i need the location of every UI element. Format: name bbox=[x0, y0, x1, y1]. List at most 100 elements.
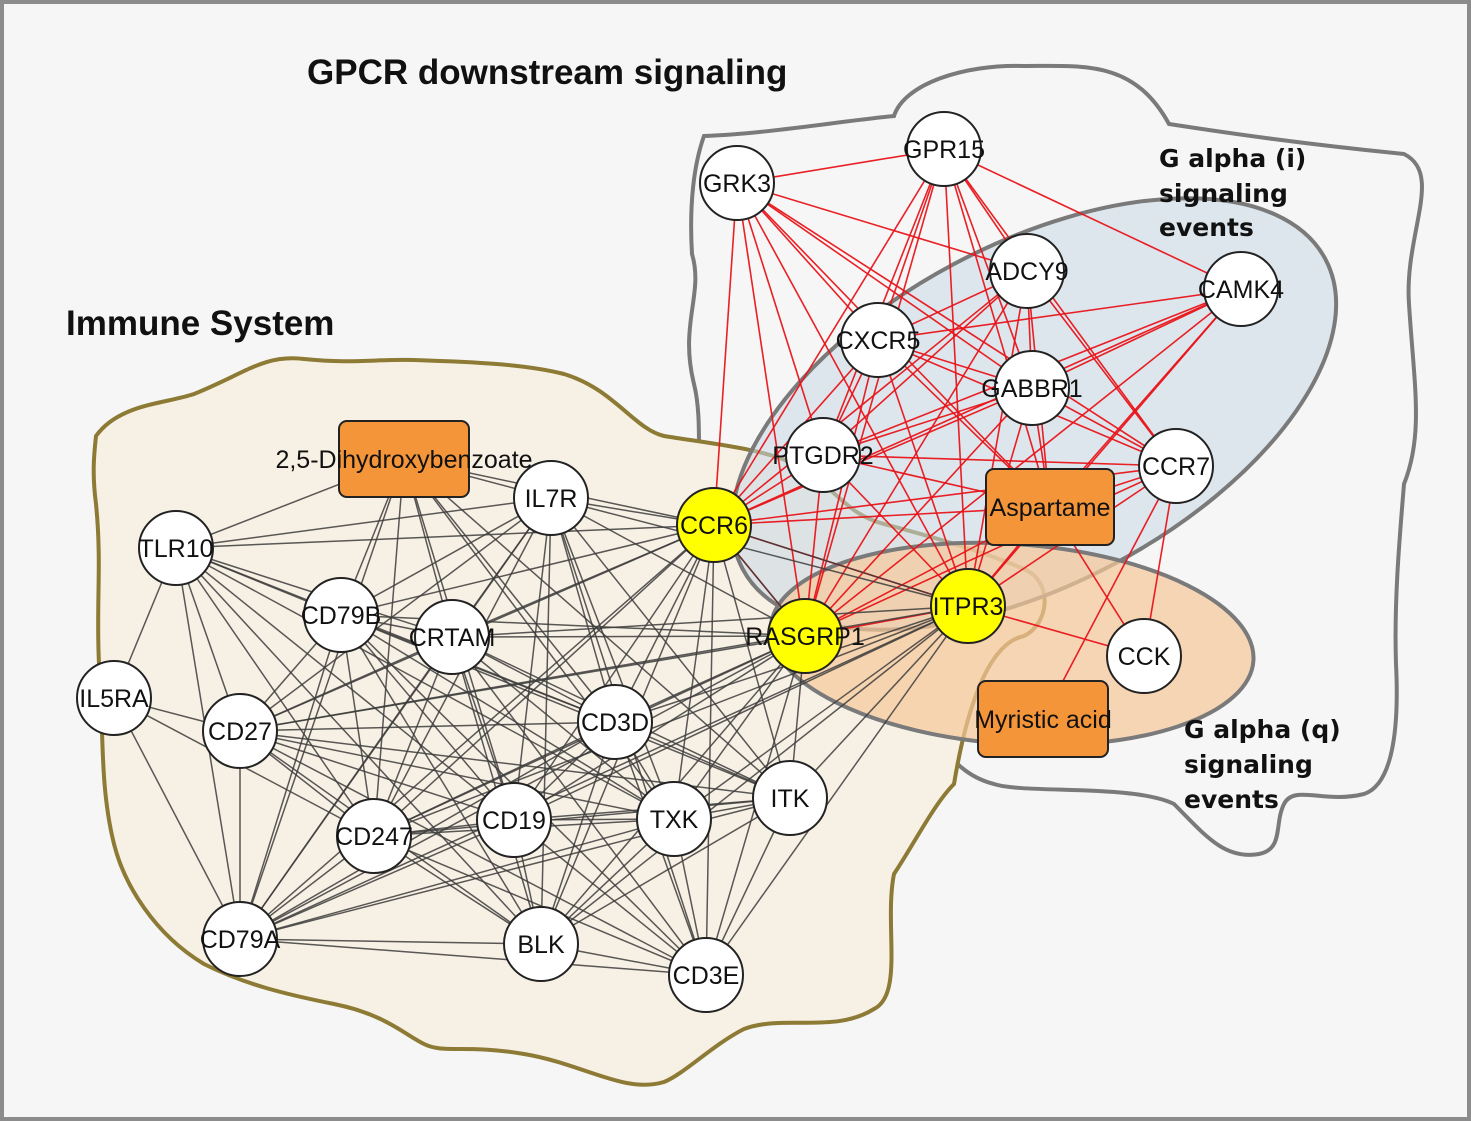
edge-cd3e-itpr3 bbox=[705, 605, 969, 976]
node-label-ccr6: CCR6 bbox=[680, 512, 748, 540]
node-label-ptgdr2: PTGDR2 bbox=[772, 442, 873, 470]
node-cd79a: CD79A bbox=[200, 901, 281, 977]
edge-gpr15-ccr7 bbox=[943, 148, 1177, 467]
edge-itk-itpr3 bbox=[789, 605, 969, 799]
node-label-gabbr1: GABBR1 bbox=[981, 375, 1082, 403]
edge-cd79b-cd19 bbox=[340, 614, 515, 821]
node-label-tlr10: TLR10 bbox=[138, 535, 213, 563]
edge-il7r-itk bbox=[550, 497, 791, 799]
node-crtam: CRTAM bbox=[409, 599, 495, 675]
edge-grk3-ptgdr2 bbox=[736, 182, 824, 456]
edge-cd79a-itpr3 bbox=[239, 605, 969, 940]
node-label-blk: BLK bbox=[517, 931, 565, 959]
edge-cd3d-blk bbox=[540, 721, 616, 945]
node-myristic: Myristic acid bbox=[974, 680, 1112, 758]
edge-il7r-cd27 bbox=[239, 497, 552, 732]
gene-circle-cd19 bbox=[476, 782, 552, 858]
edge-crtam-cd79a bbox=[239, 636, 453, 940]
g-alpha-q-title-line-3: events bbox=[1184, 785, 1279, 814]
gene-circle-ccr7 bbox=[1138, 428, 1214, 504]
node-ccr7: CCR7 bbox=[1138, 428, 1214, 504]
edge-cd27-txk bbox=[239, 730, 675, 820]
gene-circle-il5ra bbox=[76, 660, 152, 736]
g-alpha-q-title-line-1: G alpha (q) bbox=[1184, 715, 1341, 744]
edge-cd3e-ccr6 bbox=[705, 524, 715, 976]
edge-dhb-cd247 bbox=[373, 458, 405, 837]
edge-il7r-cd79b bbox=[340, 497, 552, 616]
node-cd79b: CD79B bbox=[301, 577, 382, 653]
edge-txk-cd79a bbox=[239, 818, 675, 940]
gene-circle-itk bbox=[752, 760, 828, 836]
node-label-il7r: IL7R bbox=[525, 485, 578, 513]
edge-crtam-rasgrp1 bbox=[451, 635, 806, 638]
node-label-camk4: CAMK4 bbox=[1198, 276, 1284, 304]
edge-cd27-cd3e bbox=[239, 730, 707, 976]
node-label-ccr7: CCR7 bbox=[1142, 453, 1210, 481]
edge-cd79a-blk bbox=[239, 938, 542, 945]
edge-grk3-ccr6 bbox=[713, 182, 738, 526]
node-label-grk3: GRK3 bbox=[703, 170, 771, 198]
node-label-cd79b: CD79B bbox=[301, 602, 382, 630]
node-label-dhb: 2,5-Dihydroxybenzoate bbox=[275, 446, 532, 474]
edge-gpr15-rasgrp1 bbox=[804, 148, 945, 637]
node-cd3e: CD3E bbox=[668, 937, 744, 1013]
gene-circle-cd27 bbox=[202, 693, 278, 769]
edge-cd79b-cd79a bbox=[239, 614, 342, 940]
node-gpr15: GPR15 bbox=[903, 111, 985, 187]
node-label-myristic: Myristic acid bbox=[974, 706, 1112, 734]
node-ccr6: CCR6 bbox=[676, 487, 752, 563]
edge-il5ra-cd79a bbox=[113, 697, 241, 940]
node-label-cd247: CD247 bbox=[335, 823, 413, 851]
g-alpha-q-title-line-2: signaling bbox=[1184, 750, 1313, 779]
node-label-cxcr5: CXCR5 bbox=[836, 327, 921, 355]
edge-crtam-itpr3 bbox=[451, 605, 969, 638]
edge-ccr7-myristic bbox=[1042, 465, 1177, 720]
node-rasgrp1: RASGRP1 bbox=[745, 598, 865, 674]
edge-camk4-gabbr1 bbox=[1031, 288, 1242, 389]
edge-cd247-cd3e bbox=[373, 835, 707, 976]
edge-itk-blk bbox=[540, 797, 791, 945]
gene-circle-cd79a bbox=[202, 901, 278, 977]
immune-region-title: Immune System bbox=[66, 304, 334, 343]
edge-il7r-txk bbox=[550, 497, 675, 820]
gene-circle-cd79b bbox=[303, 577, 379, 653]
node-gabbr1: GABBR1 bbox=[981, 350, 1083, 426]
node-il5ra: IL5RA bbox=[76, 660, 152, 736]
compound-box-aspartame bbox=[985, 468, 1115, 546]
node-label-il5ra: IL5RA bbox=[79, 685, 149, 713]
edge-tlr10-cd247 bbox=[175, 547, 375, 837]
node-dhb: 2,5-Dihydroxybenzoate bbox=[275, 420, 533, 498]
edge-il7r-blk bbox=[540, 497, 552, 945]
edge-adcy9-itpr3 bbox=[967, 270, 1028, 607]
edge-camk4-cxcr5 bbox=[877, 288, 1242, 341]
gene-circle-rasgrp1 bbox=[767, 598, 843, 674]
node-adcy9: ADCY9 bbox=[985, 233, 1069, 309]
node-aspartame: Aspartame bbox=[985, 468, 1115, 546]
gene-circle-tlr10 bbox=[138, 510, 214, 586]
compound-box-dhb bbox=[338, 420, 470, 498]
gene-circle-blk bbox=[503, 906, 579, 982]
node-tlr10: TLR10 bbox=[138, 510, 214, 586]
gene-circle-grk3 bbox=[699, 145, 775, 221]
edge-cd19-cd79a bbox=[239, 819, 515, 940]
node-camk4: CAMK4 bbox=[1198, 251, 1284, 327]
node-cck: CCK bbox=[1106, 618, 1182, 694]
edge-txk-ccr6 bbox=[673, 524, 715, 820]
g-alpha-i-title-line-1: G alpha (i) bbox=[1159, 144, 1306, 173]
edge-adcy9-ccr6 bbox=[713, 270, 1028, 526]
node-label-itk: ITK bbox=[771, 785, 810, 813]
node-label-txk: TXK bbox=[650, 806, 699, 834]
edge-il7r-itpr3 bbox=[550, 497, 969, 607]
edge-cxcr5-itpr3 bbox=[877, 339, 969, 607]
edge-crtam-txk bbox=[451, 636, 675, 820]
node-label-cd19: CD19 bbox=[482, 807, 546, 835]
edge-gabbr1-rasgrp1 bbox=[804, 387, 1033, 637]
node-label-aspartame: Aspartame bbox=[990, 494, 1111, 522]
edge-il7r-cd3d bbox=[550, 497, 616, 723]
gene-circle-cck bbox=[1106, 618, 1182, 694]
node-il7r: IL7R bbox=[513, 460, 589, 536]
edge-blk-itpr3 bbox=[540, 605, 969, 945]
